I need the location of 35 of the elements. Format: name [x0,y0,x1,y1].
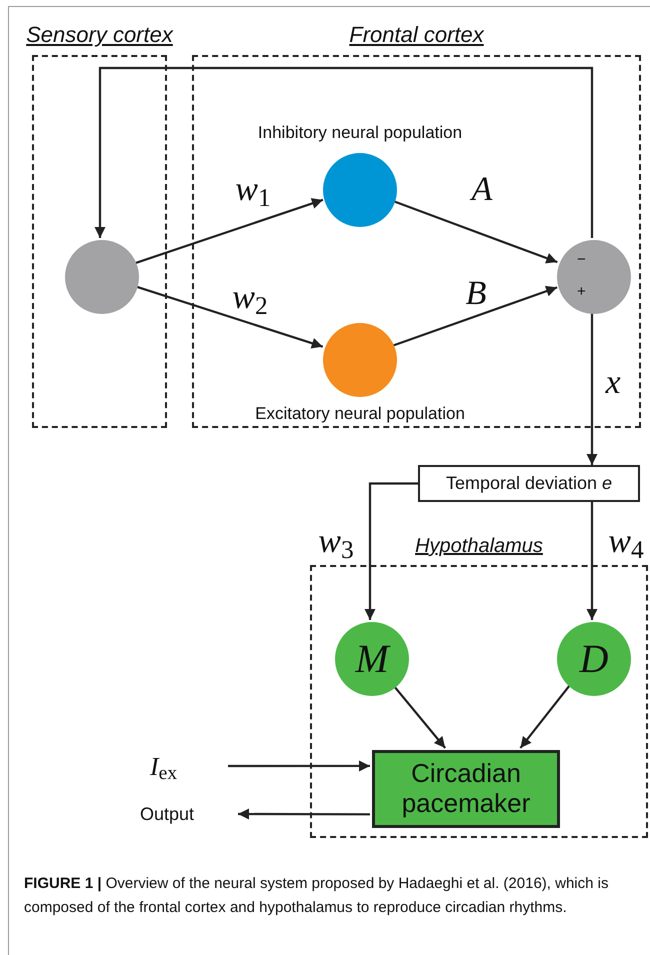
population-label: Inhibitory neural population [258,122,462,144]
arrow [392,684,446,749]
sign-symbol: + [577,284,586,299]
variable-letter: D [578,635,610,683]
process-box [418,465,640,502]
box-label: Temporal deviation e [446,472,612,495]
arrow [392,286,558,347]
region-heading: Sensory cortex [26,21,173,49]
arrow [586,312,598,465]
edge-label: B [466,277,486,311]
edge-label: x [605,366,621,400]
variable-letter: M [354,635,392,683]
arrow [586,502,598,620]
output-label: Output [140,802,194,826]
pacemaker-box [372,750,560,828]
edge-label: A [472,173,492,207]
edge-label: w$_{1}$ [235,173,271,207]
arrow [134,198,324,264]
input-label: I$_{ex}$ [150,750,178,786]
arrow [238,808,370,820]
sign-symbol: − [577,252,586,267]
box-label: Circadian pacemaker [400,759,532,819]
arrow [364,482,418,620]
region-heading: Hypothalamus [415,534,543,559]
arrow [520,685,570,749]
population-label: Excitatory neural population [255,403,465,425]
edge-label: w$_{2}$ [232,281,268,315]
arrow [134,285,324,349]
arrow [392,200,558,264]
region-heading: Frontal cortex [349,21,484,49]
arrow [94,66,594,238]
edge-label: w$_{3}$ [318,525,354,559]
arrow [228,760,370,772]
edge-label: w$_{4}$ [608,525,644,559]
figure-caption: FIGURE 1 | Overview of the neural system proposed by Hadaeghi et al. (2016), which is composed of the frontal cortex and hypothalamus to reproduce circadian rhythms. [24,874,610,918]
